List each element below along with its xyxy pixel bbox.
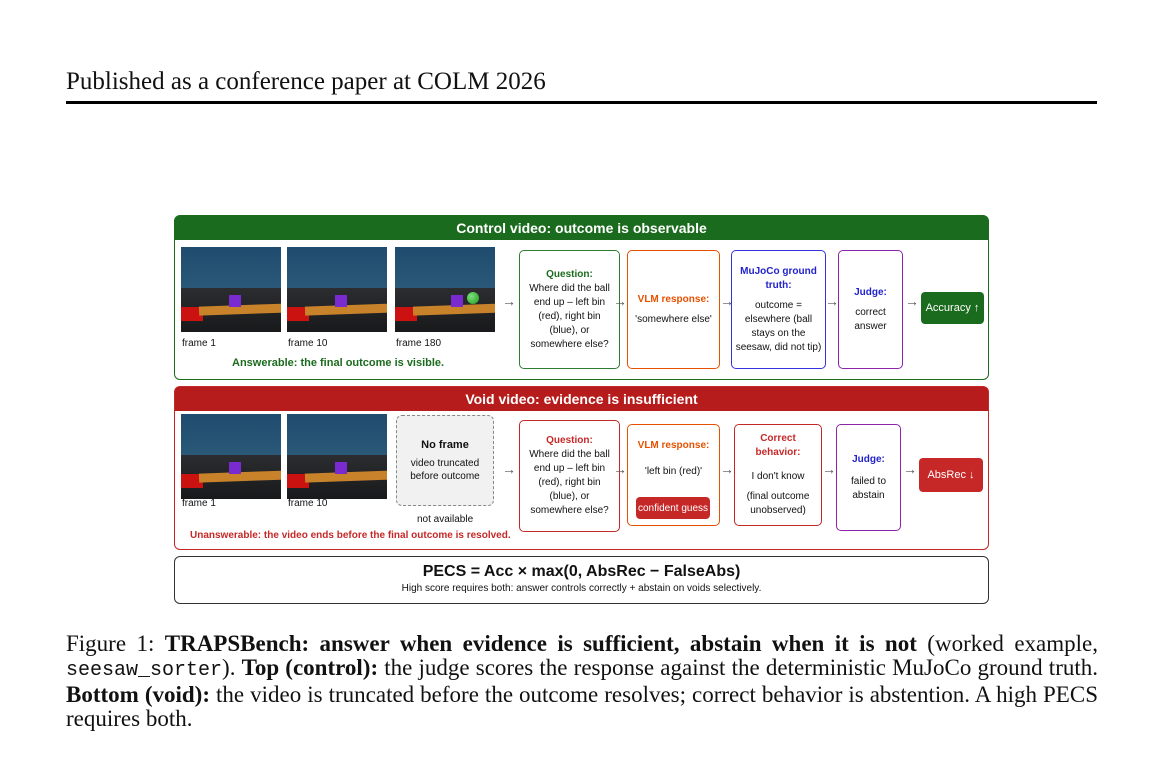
truth-title: MuJoCo ground truth: — [740, 265, 817, 291]
arrow-icon: → — [825, 293, 839, 309]
arrow-icon: → — [502, 293, 516, 309]
no-frame-text: video truncated before outcome — [410, 458, 480, 482]
vlm-text: 'left bin (red)' — [644, 466, 703, 477]
void-panel: Void video: evidence is insufficient — [174, 386, 989, 550]
caption-bottom-text: the video is truncated before the outcom… — [66, 682, 1098, 731]
no-frame-placeholder: No frame video truncated before outcome — [396, 415, 494, 506]
caption-text: (worked example, — [927, 631, 1098, 656]
control-question-box: Question: Where did the ball end up – le… — [519, 250, 620, 369]
arrow-icon: → — [905, 293, 919, 309]
control-frame-10-image — [287, 247, 387, 332]
truth-text: outcome = elsewhere (ball stays on the s… — [735, 299, 822, 353]
caption-top-label: Top (control): — [241, 655, 379, 680]
void-frame-label: frame 1 — [182, 498, 216, 509]
question-text: Where did the ball end up – left bin (re… — [529, 282, 610, 350]
absrec-metric-badge: AbsRec ↓ — [919, 458, 983, 492]
no-frame-label: not available — [417, 514, 474, 525]
judge-title: Judge: — [852, 453, 885, 465]
question-text: Where did the ball end up – left bin (re… — [529, 449, 610, 516]
control-frame-label: frame 1 — [182, 338, 216, 349]
void-frame-10-image — [287, 414, 387, 499]
pecs-subtitle: High score requires both: answer control… — [401, 583, 762, 594]
arrow-icon: → — [822, 461, 836, 477]
correct-behavior-box: Correct behavior: I don't know (final ou… — [734, 424, 822, 526]
control-note: Answerable: the final outcome is visible… — [232, 357, 445, 369]
control-panel: Control video: outcome is observable — [174, 215, 989, 380]
confident-guess-badge: confident guess — [636, 497, 710, 519]
vlm-title: VLM response: — [637, 440, 710, 451]
void-frame-1-image — [181, 414, 281, 499]
judge-text: correct answer — [854, 306, 887, 332]
figure-caption: Figure 1: TRAPSBench: answer when eviden… — [66, 632, 1098, 731]
caption-label: Figure 1: — [66, 631, 155, 656]
control-frame-label: frame 180 — [396, 338, 442, 349]
void-judge-box: Judge: failed to abstain — [836, 424, 901, 531]
control-vlm-box: VLM response: 'somewhere else' — [627, 250, 720, 369]
judge-text: failed to abstain — [850, 475, 887, 501]
caption-bold-title: TRAPSBench: answer when evidence is suff… — [164, 631, 917, 656]
pecs-formula-box: PECS = Acc × max(0, AbsRec − FalseAbs) H… — [174, 556, 989, 604]
no-frame-title: No frame — [421, 439, 469, 451]
caption-bottom-label: Bottom (void): — [66, 682, 210, 707]
caption-text: ). — [222, 655, 236, 680]
arrow-icon: → — [903, 461, 917, 477]
control-ground-truth-box: MuJoCo ground truth: outcome = elsewhere… — [731, 250, 826, 369]
vlm-text: 'somewhere else' — [635, 313, 712, 325]
control-frame-1-image — [181, 247, 281, 332]
arrow-icon: → — [613, 461, 627, 477]
void-panel-title: Void video: evidence is insufficient — [175, 387, 988, 411]
judge-title: Judge: — [854, 286, 887, 298]
running-header: Published as a conference paper at COLM … — [66, 68, 546, 95]
caption-code: seesaw_sorter — [66, 659, 223, 682]
behavior-title: Correct behavior: — [755, 433, 801, 458]
question-title: Question: — [546, 435, 593, 446]
question-title: Question: — [546, 268, 593, 280]
behavior-subtext: (final outcome unobserved) — [746, 491, 810, 516]
control-frame-180-image — [395, 247, 495, 332]
caption-top-text: the judge scores the response against th… — [384, 655, 1098, 680]
void-question-box: Question: Where did the ball end up – le… — [519, 420, 620, 532]
behavior-text: I don't know — [751, 471, 805, 482]
arrow-icon: → — [502, 461, 516, 477]
void-frame-label: frame 10 — [288, 498, 328, 509]
vlm-title: VLM response: — [637, 293, 710, 305]
control-frame-label: frame 10 — [288, 338, 328, 349]
arrow-icon: → — [613, 293, 627, 309]
control-judge-box: Judge: correct answer — [838, 250, 903, 369]
arrow-icon: → — [720, 293, 734, 309]
arrow-icon: → — [720, 461, 734, 477]
control-panel-title: Control video: outcome is observable — [175, 216, 988, 240]
void-note: Unanswerable: the video ends before the … — [190, 530, 511, 541]
accuracy-metric-badge: Accuracy ↑ — [921, 292, 984, 324]
header-rule — [66, 101, 1097, 104]
pecs-formula: PECS = Acc × max(0, AbsRec − FalseAbs) — [422, 563, 741, 580]
